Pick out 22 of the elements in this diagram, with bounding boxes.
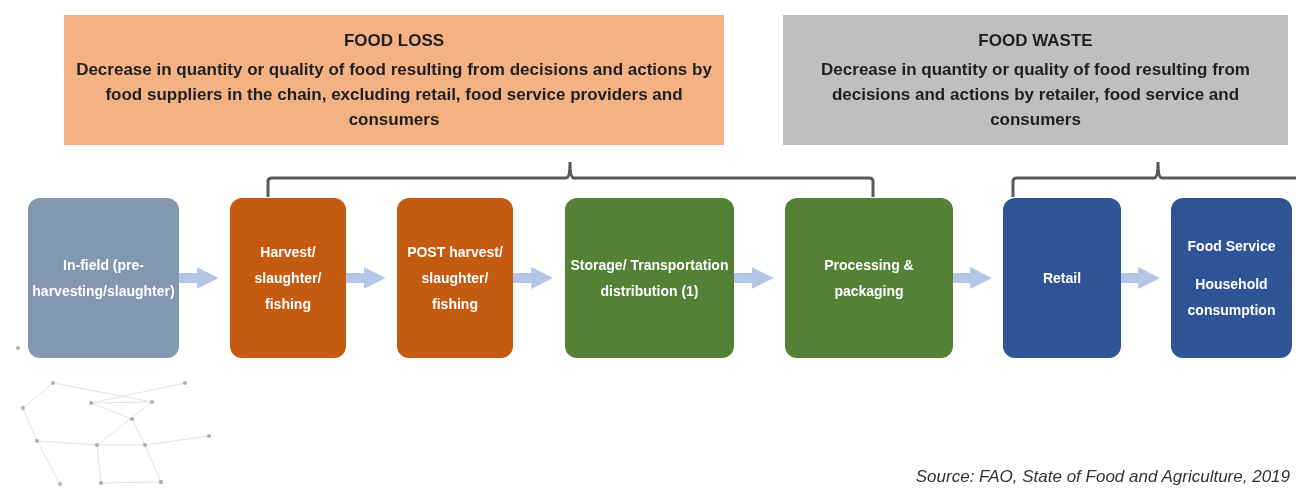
definition-box xyxy=(64,15,724,145)
definition-box xyxy=(783,15,1288,145)
heading: FOOD WASTE xyxy=(978,30,1093,52)
stage-box xyxy=(28,198,179,358)
stage-box xyxy=(785,198,953,358)
definition-text: Decrease in quantity or quality of food resulting from decisions and actions by food suppliers in the chain, excluding retail, food service providers and consumers xyxy=(76,59,712,131)
stage-label: Household consumption xyxy=(1186,275,1277,320)
stage-label: Harvest/ slaughter/ fishing xyxy=(253,243,323,314)
stage-label: Food Service xyxy=(1187,237,1276,256)
source-note: Source: FAO, State of Food and Agriculture, 2019 xyxy=(915,466,1290,488)
stage-box xyxy=(1003,198,1121,358)
heading: FOOD LOSS xyxy=(343,30,445,52)
stage-label: Storage/ Transportation distribution (1) xyxy=(569,256,730,301)
stage-box xyxy=(397,198,513,358)
stage-box xyxy=(1171,198,1292,358)
stage-label: In-field (pre-harvesting/slaughter) xyxy=(32,256,175,301)
definition-text: Decrease in quantity or quality of food resulting from decisions and actions by retailer, food service and consumers xyxy=(820,59,1251,131)
stage-label: Processing & packaging xyxy=(823,256,915,301)
stage-label: Retail xyxy=(1042,269,1082,288)
stage-label: POST harvest/ slaughter/ fishing xyxy=(406,243,504,314)
stage-box xyxy=(565,198,734,358)
stage-box xyxy=(230,198,346,358)
